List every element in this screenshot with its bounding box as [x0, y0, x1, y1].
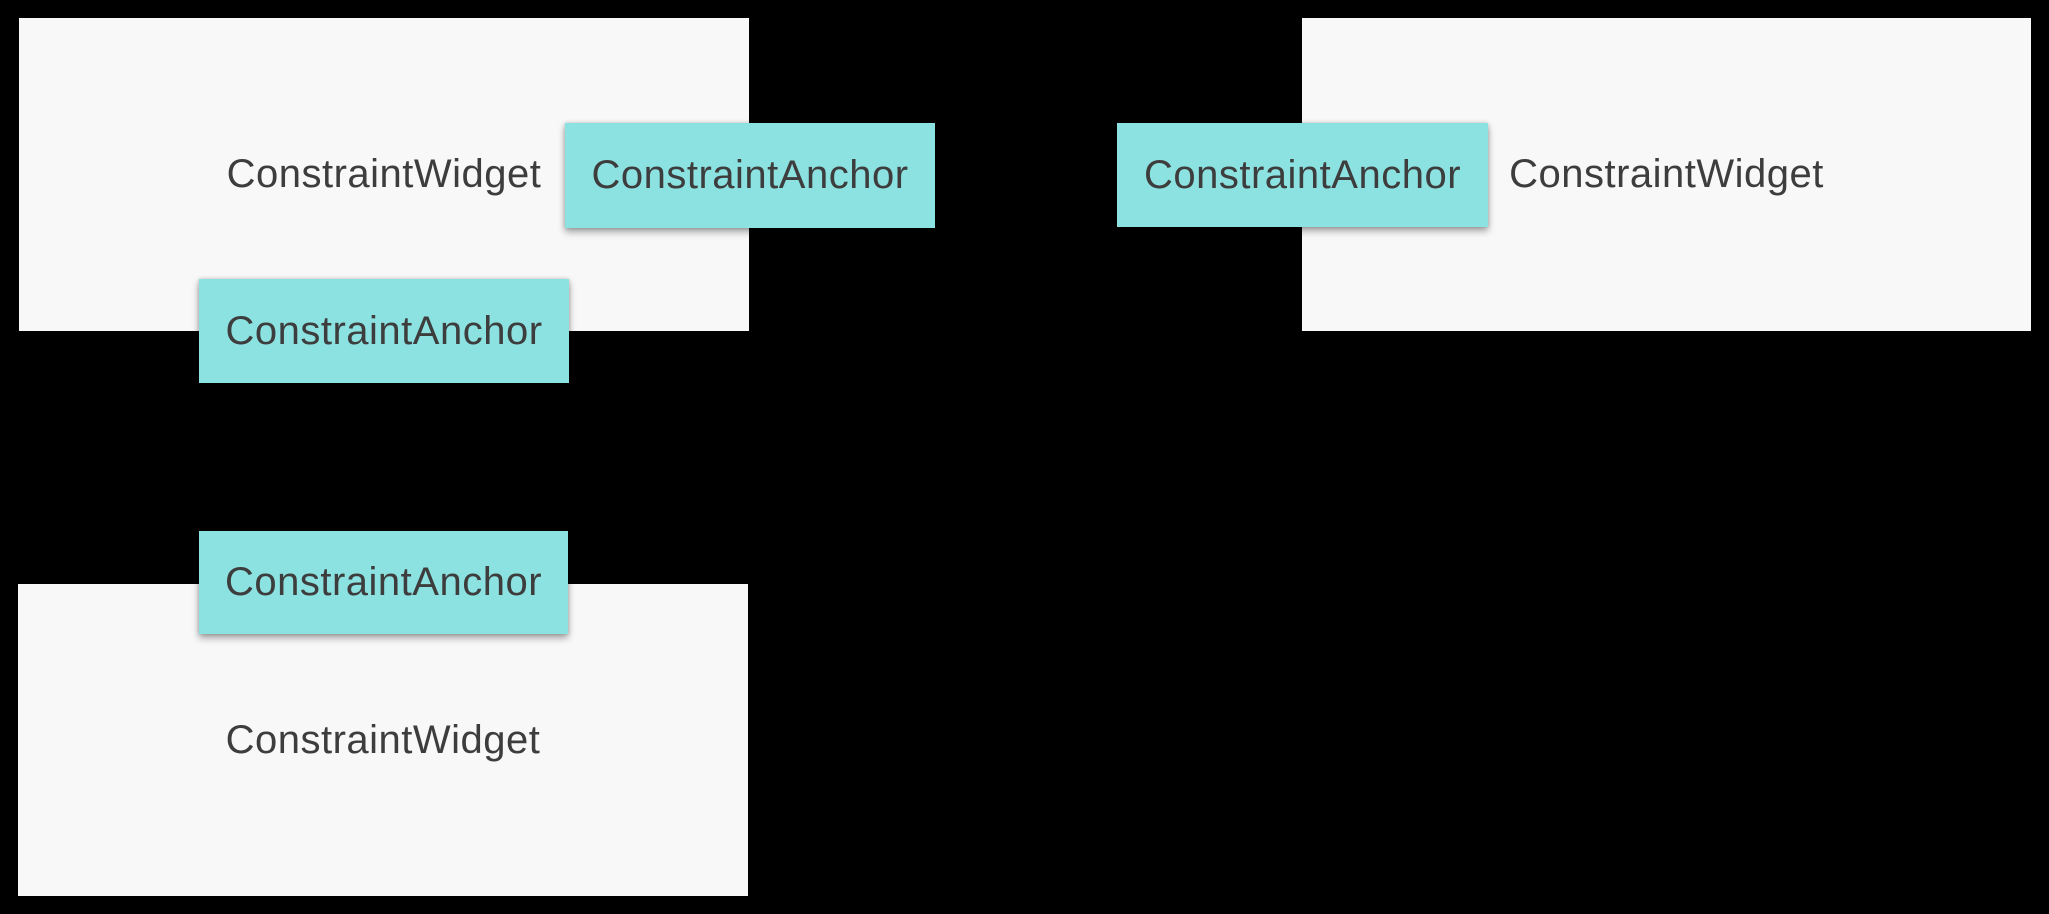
constraint-anchor-label: ConstraintAnchor [224, 560, 543, 604]
constraint-anchor-right-of-top-left-widget: ConstraintAnchor [565, 123, 935, 228]
constraint-anchor-left-of-top-right-widget: ConstraintAnchor [1117, 123, 1488, 227]
constraint-widget-label: ConstraintWidget [225, 717, 541, 762]
constraint-widget-bottom-left: ConstraintWidget [18, 584, 748, 896]
constraint-anchor-label: ConstraintAnchor [1143, 152, 1462, 197]
constraint-anchor-label: ConstraintAnchor [225, 308, 543, 353]
constraint-widget-label: ConstraintWidget [1509, 152, 1824, 196]
constraint-widget-label: ConstraintWidget [226, 152, 542, 196]
constraint-anchor-bottom-of-top-left-widget: ConstraintAnchor [199, 279, 569, 383]
constraint-anchor-top-of-bottom-left-widget: ConstraintAnchor [199, 531, 568, 634]
constraint-anchor-label: ConstraintAnchor [591, 153, 909, 197]
